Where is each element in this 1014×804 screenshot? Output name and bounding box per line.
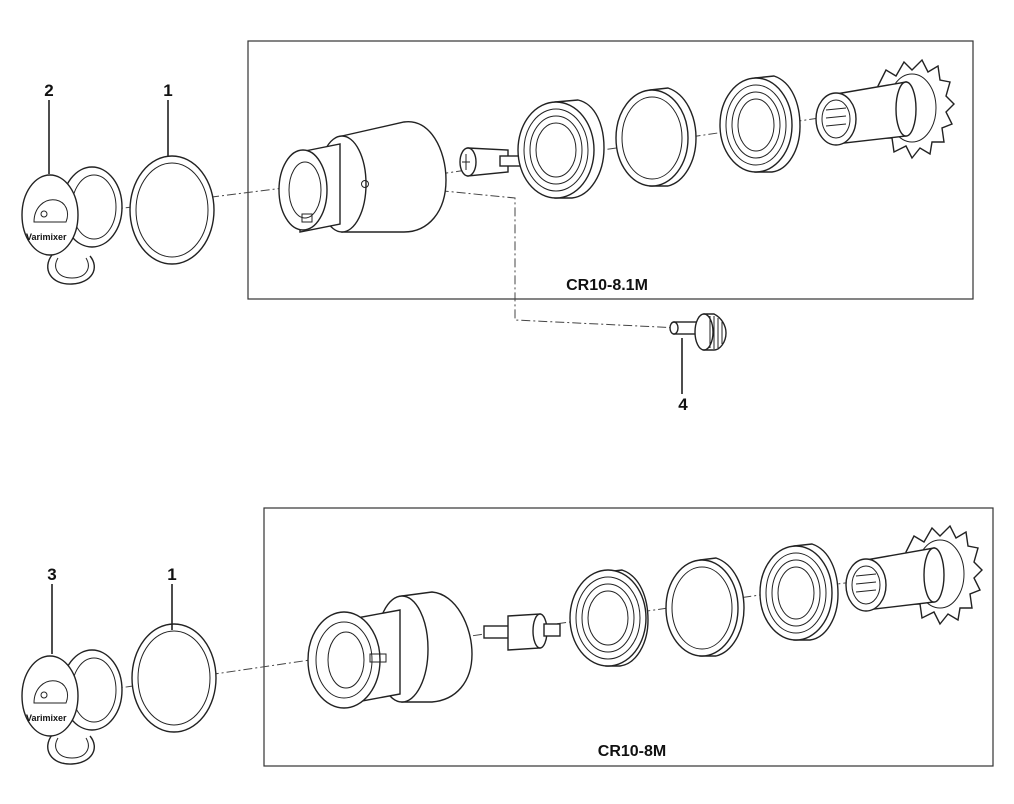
bottom-cover-cap	[21, 655, 79, 737]
top-model-label: CR10-8.1M	[566, 277, 648, 294]
top-coupling-part	[459, 147, 523, 177]
bottom-housing-part	[307, 591, 473, 709]
top-bearing-2-part	[719, 75, 801, 173]
bottom-gear-shaft-part	[845, 524, 983, 626]
bottom-ring-part	[131, 623, 217, 733]
knob-part	[669, 313, 727, 351]
top-assembly-frame	[247, 40, 974, 300]
callout-4: 4	[678, 395, 688, 414]
callout-1-bottom: 1	[167, 565, 176, 584]
bottom-cover-part: Varimixer	[21, 649, 123, 765]
bottom-bearing-1-part	[569, 569, 649, 667]
callout-1-top: 1	[163, 81, 172, 100]
bottom-assembly-frame	[263, 507, 994, 767]
top-ring-part	[129, 155, 215, 265]
top-cover-cap	[21, 174, 79, 256]
top-bearing-1-part	[517, 99, 605, 199]
bottom-spacer-ring-part	[665, 557, 745, 657]
callout-2: 2	[44, 81, 53, 100]
top-cover-logo: Varimixer	[26, 232, 67, 242]
top-cover-strap	[47, 254, 95, 285]
bottom-bearing-2-part	[759, 543, 839, 641]
top-cover-part: Varimixer	[21, 166, 123, 285]
top-housing-part	[278, 121, 447, 233]
bottom-cover-strap	[47, 734, 95, 765]
bottom-coupling-part	[483, 613, 561, 651]
bottom-cover-logo: Varimixer	[26, 713, 67, 723]
top-gear-shaft-part	[815, 58, 955, 160]
top-spacer-ring-part	[615, 87, 697, 187]
bottom-model-label: CR10-8M	[598, 743, 666, 760]
callout-3: 3	[47, 565, 56, 584]
